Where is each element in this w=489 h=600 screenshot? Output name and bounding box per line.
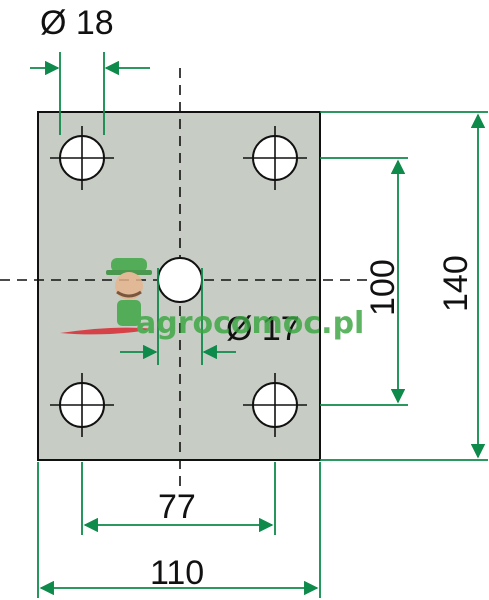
dim-inner-height-label: 100 [364,259,402,316]
dim-outer-height: 140 [320,111,488,461]
watermark: agrocomoc.pl [60,258,364,341]
dim-outer-width-label: 110 [150,554,204,592]
dim-inner-width-label: 77 [158,488,196,526]
dim-hole-center-label: Ø 17 [226,310,300,348]
hole-center [157,257,203,303]
mascot-icon [60,258,155,335]
dim-hole-large: Ø 18 [30,4,150,135]
dim-outer-width: 110 [37,462,321,598]
watermark-brand: agrocomoc.pl [136,306,364,341]
dim-outer-height-label: 140 [437,255,475,312]
dim-hole-large-label: Ø 18 [40,4,114,42]
hole-bottom-right [243,373,307,437]
dim-hole-center: Ø 17 [120,268,300,365]
hole-bottom-left [50,373,114,437]
hole-top-left [50,126,114,190]
hole-top-right [243,126,307,190]
dim-inner-height: 100 [320,157,408,406]
dim-inner-width: 77 [81,462,276,535]
